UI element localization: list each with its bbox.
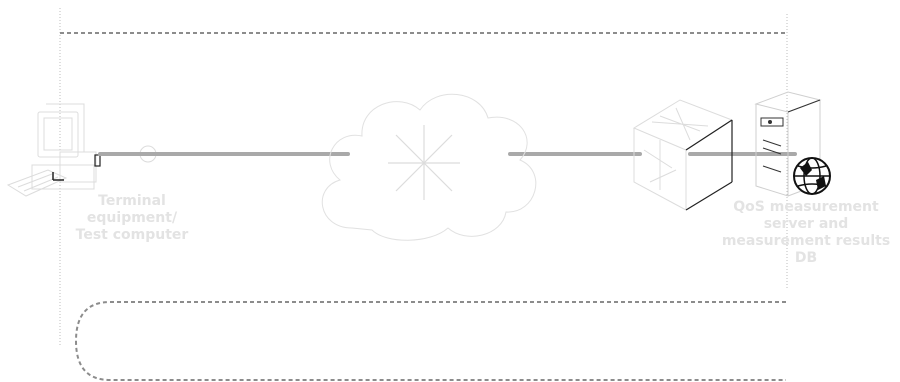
globe-icon — [793, 157, 831, 195]
computer-drive-slot — [94, 154, 101, 167]
terminal-label: Terminal equipment/ Test computer — [52, 193, 212, 244]
server-label-line: measurement results — [721, 233, 891, 249]
bottom-dashed-bracket — [74, 301, 786, 381]
server-front-details — [760, 99, 821, 173]
terminal-label-line: equipment/ — [86, 210, 178, 226]
router-icon — [632, 99, 734, 211]
terminal-label-line: Terminal — [98, 193, 166, 209]
server-label-line: DB — [794, 250, 818, 266]
router-edge-bottom — [685, 181, 733, 211]
terminal-label-line: Test computer — [75, 227, 189, 243]
internet-cloud-icon — [321, 93, 537, 241]
server-label: QoS measurement server and measurement r… — [712, 199, 900, 267]
cloud-star-lines — [388, 125, 460, 200]
desktop-computer-icon — [6, 103, 97, 197]
server-label-line: server and — [763, 216, 849, 232]
server-label-line: QoS measurement — [733, 199, 879, 215]
router-edge-top — [685, 119, 733, 151]
server-indicator-dot — [768, 120, 772, 124]
